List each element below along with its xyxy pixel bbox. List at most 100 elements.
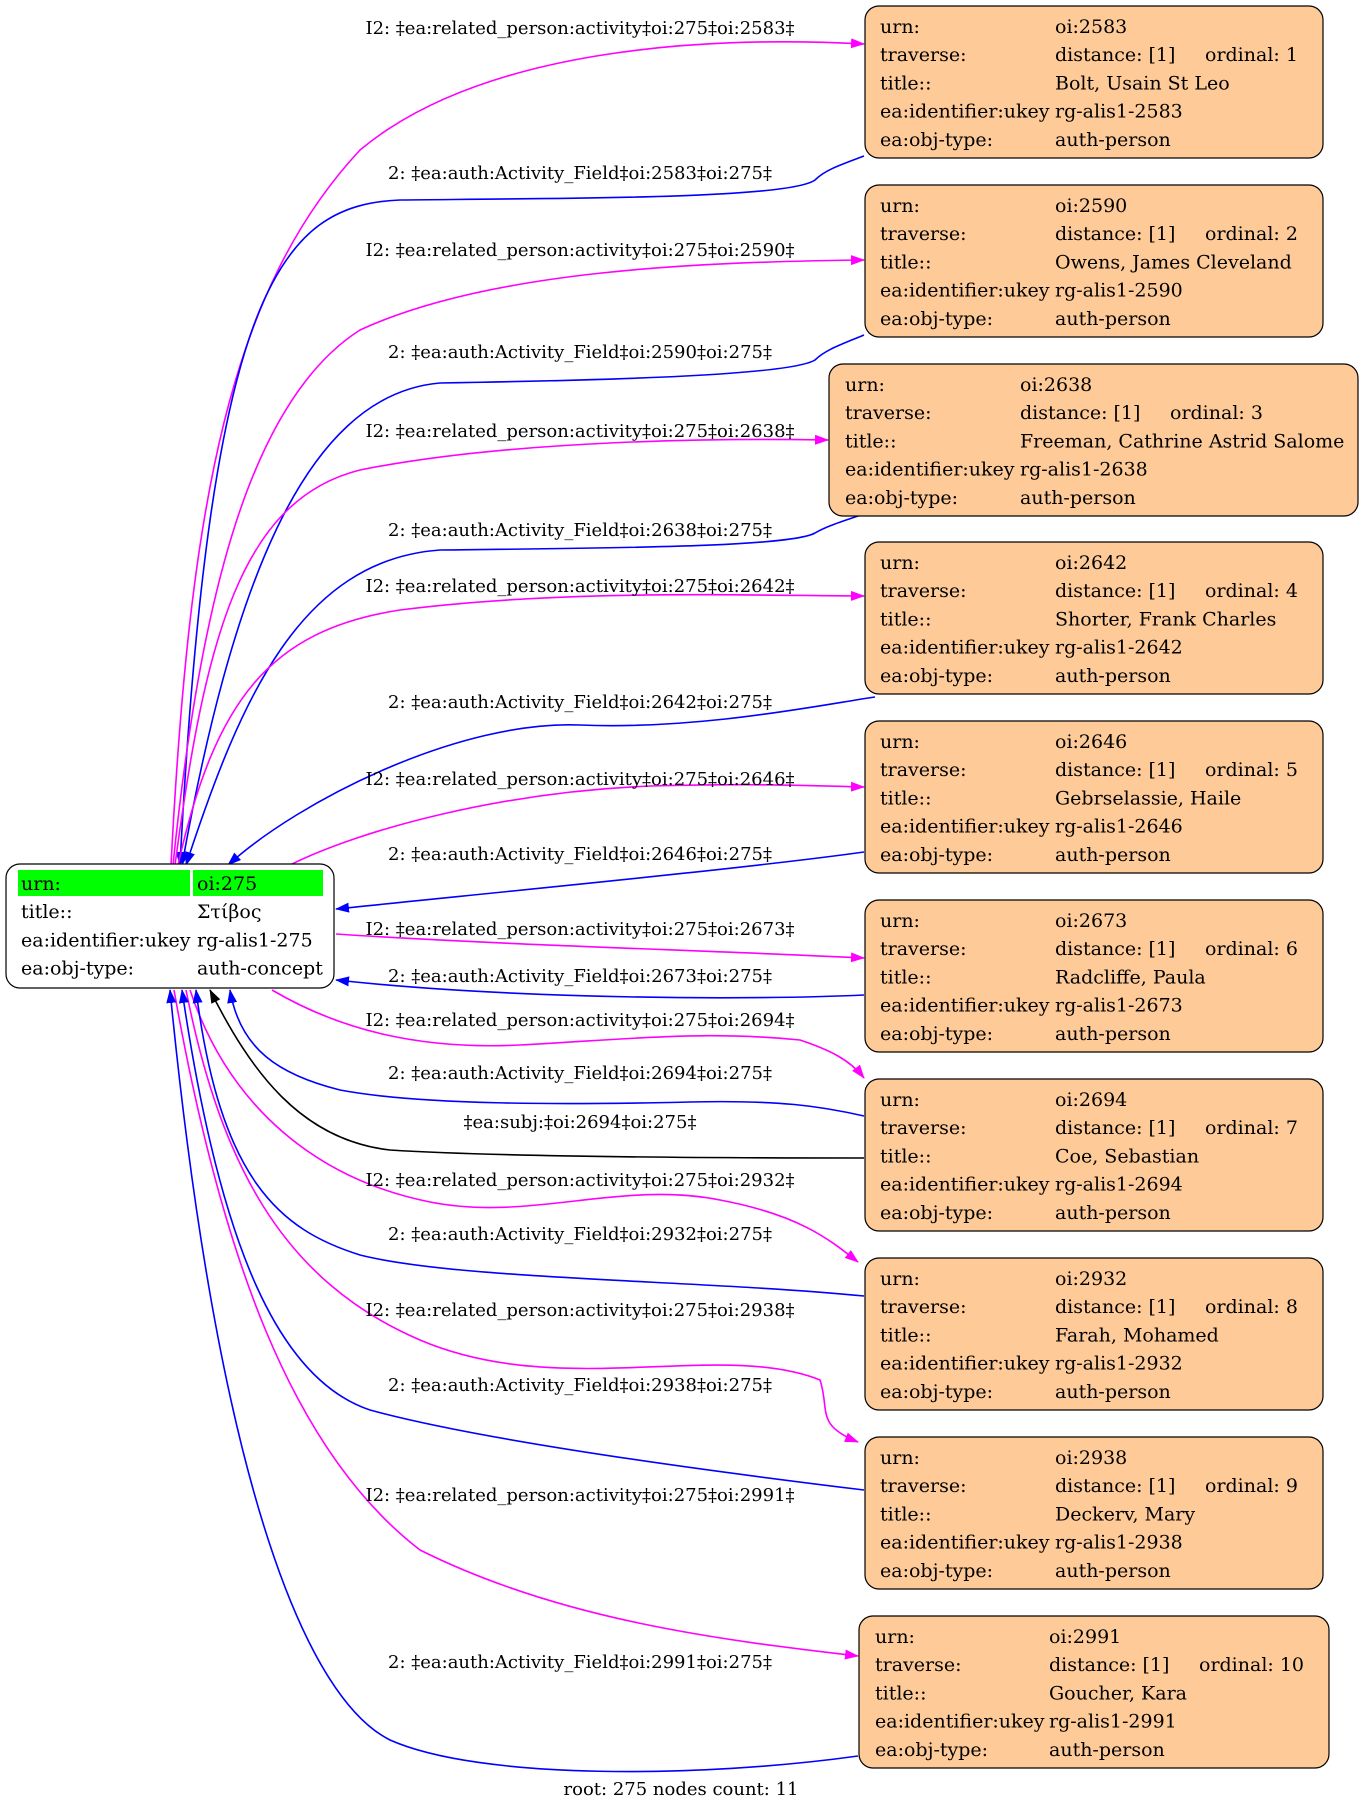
node-ordinal: ordinal: 8 [1205, 1296, 1298, 1318]
node-key-label: title:: [880, 966, 931, 988]
edge-label-0: I2: ‡ea:related_person:activity‡oi:275‡o… [365, 18, 794, 39]
edge-label-16: 2: ‡ea:auth:Activity_Field‡oi:2932‡oi:27… [388, 1224, 772, 1245]
root-node[interactable]: urn:oi:275title::Στίβοςea:identifier:uke… [5, 863, 335, 989]
node-value: rg-alis1-2673 [1055, 995, 1183, 1017]
node-key-label: title:: [880, 1503, 931, 1525]
node-value: Coe, Sebastian [1055, 1145, 1199, 1167]
node-value: Owens, James Cleveland [1055, 251, 1292, 273]
node-ordinal: ordinal: 10 [1199, 1654, 1304, 1676]
root-key-label: ea:obj-type: [21, 958, 134, 980]
edge-activity-5 [185, 513, 865, 866]
node-value: distance: [1] [1055, 44, 1175, 66]
root-value-highlight [193, 870, 323, 896]
node-key-label: ea:obj-type: [875, 1739, 988, 1761]
node-key-label: traverse: [880, 1475, 967, 1497]
node-box [864, 899, 1324, 1053]
edge-label-2: I2: ‡ea:related_person:activity‡oi:275‡o… [365, 240, 794, 261]
node-value: auth-person [1055, 665, 1171, 687]
node-value: Radcliffe, Paula [1055, 966, 1206, 988]
node-value: auth-person [1055, 1560, 1171, 1582]
footer-caption: root: 275 nodes count: 11 [564, 1779, 799, 1800]
root-key-label: ea:identifier:ukey [21, 929, 191, 951]
node-value: rg-alis1-2932 [1055, 1353, 1183, 1375]
node-key-label: title:: [880, 787, 931, 809]
node-value: oi:2694 [1055, 1089, 1127, 1111]
node-key-label: ea:obj-type: [845, 487, 958, 509]
edge-label-7: 2: ‡ea:auth:Activity_Field‡oi:2642‡oi:27… [388, 692, 772, 713]
edge-related-17 [185, 989, 859, 1443]
root-value: rg-alis1-275 [197, 929, 313, 951]
node-key-label: ea:identifier:ukey [880, 1174, 1050, 1196]
edge-related-19 [173, 989, 859, 1660]
node-box [864, 184, 1324, 338]
edge-related-10 [335, 933, 865, 963]
node-value: auth-person [1055, 1023, 1171, 1045]
node-key-label: urn: [880, 16, 920, 38]
node-value: distance: [1] [1055, 938, 1175, 960]
node-key-label: urn: [880, 552, 920, 574]
node-value: rg-alis1-2642 [1055, 637, 1183, 659]
node-key-label: title:: [875, 1682, 926, 1704]
node-value: oi:2590 [1055, 195, 1127, 217]
node-box [864, 5, 1324, 159]
node-value: auth-person [1055, 1202, 1171, 1224]
edge-subj-14 [209, 989, 865, 1159]
node-value: oi:2932 [1055, 1268, 1127, 1290]
node-value: distance: [1] [1055, 223, 1175, 245]
node-value: rg-alis1-2938 [1055, 1532, 1183, 1554]
node-value: rg-alis1-2583 [1055, 101, 1183, 123]
edge-label-18: 2: ‡ea:auth:Activity_Field‡oi:2938‡oi:27… [388, 1375, 772, 1396]
node-value: Deckerv, Mary [1055, 1503, 1195, 1525]
root-value: auth-concept [197, 958, 323, 980]
node-key-label: title:: [880, 251, 931, 273]
edge-label-17: I2: ‡ea:related_person:activity‡oi:275‡o… [365, 1300, 794, 1321]
node-value: rg-alis1-2694 [1055, 1174, 1183, 1196]
edge-labels-layer: I2: ‡ea:related_person:activity‡oi:275‡o… [365, 18, 794, 1673]
edges-layer [166, 38, 876, 1773]
node-key-label: ea:obj-type: [880, 1560, 993, 1582]
node-key-label: traverse: [845, 402, 932, 424]
node-box [864, 1078, 1324, 1232]
node-value: Bolt, Usain St Leo [1055, 72, 1230, 94]
node-value: auth-person [1055, 129, 1171, 151]
node-value: rg-alis1-2991 [1049, 1711, 1177, 1733]
node-value: auth-person [1049, 1739, 1165, 1761]
node-key-label: ea:identifier:ukey [880, 995, 1050, 1017]
node-key-label: title:: [880, 1145, 931, 1167]
node-box [864, 1436, 1324, 1590]
node-box [858, 1615, 1330, 1769]
edge-related-4 [174, 434, 829, 866]
edge-label-13: 2: ‡ea:auth:Activity_Field‡oi:2694‡oi:27… [388, 1063, 772, 1084]
root-value: oi:275 [197, 873, 257, 895]
node-ordinal: ordinal: 6 [1205, 938, 1298, 960]
edge-activity-18 [178, 989, 865, 1491]
node-key-label: traverse: [880, 938, 967, 960]
node-value: oi:2646 [1055, 731, 1127, 753]
node-ordinal: ordinal: 2 [1205, 223, 1298, 245]
node-key-label: ea:identifier:ukey [880, 1353, 1050, 1375]
node-value: oi:2583 [1055, 16, 1127, 38]
edge-label-8: I2: ‡ea:related_person:activity‡oi:275‡o… [365, 769, 794, 790]
node-key-label: traverse: [880, 759, 967, 781]
edge-activity-11 [335, 976, 865, 999]
edge-related-15 [189, 989, 859, 1263]
node-key-label: ea:obj-type: [880, 665, 993, 687]
edge-label-1: 2: ‡ea:auth:Activity_Field‡oi:2583‡oi:27… [388, 163, 772, 184]
node-key-label: ea:identifier:ukey [875, 1711, 1045, 1733]
edge-label-5: 2: ‡ea:auth:Activity_Field‡oi:2638‡oi:27… [388, 520, 772, 541]
edge-label-14: ‡ea:subj:‡oi:2694‡oi:275‡ [464, 1112, 697, 1133]
node-value: Gebrselassie, Haile [1055, 787, 1241, 809]
node-value: distance: [1] [1049, 1654, 1169, 1676]
node-value: rg-alis1-2590 [1055, 280, 1183, 302]
